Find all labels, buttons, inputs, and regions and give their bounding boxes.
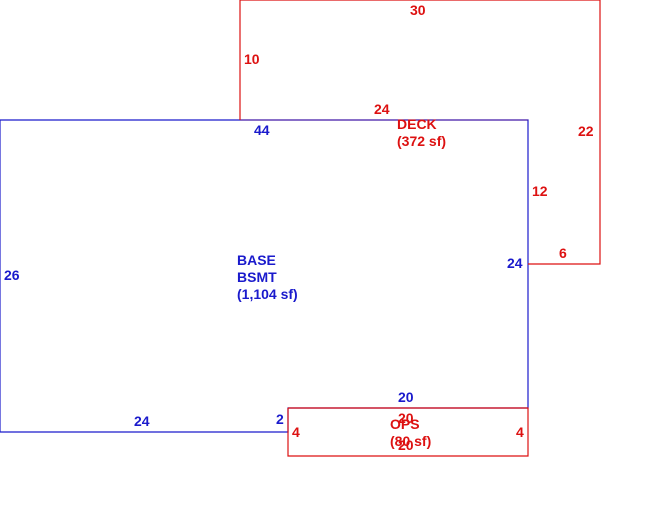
dim-base-left: 26 xyxy=(4,267,20,283)
dim-deck-bottom: 6 xyxy=(559,245,567,261)
dim-base-top: 44 xyxy=(254,122,270,138)
base-area-value: (1,104 sf) xyxy=(237,286,298,302)
dim-deck-right: 22 xyxy=(578,123,594,139)
dim-ops-top: 20 xyxy=(398,410,414,426)
dim-ops-left: 4 xyxy=(292,424,300,440)
dim-base-bottom-right: 20 xyxy=(398,389,414,405)
base-name: BASE xyxy=(237,252,276,268)
deck-area-value: (372 sf) xyxy=(397,133,447,149)
deck-area-label: DECK (372 sf) xyxy=(397,116,446,150)
dim-ops-bottom: 20 xyxy=(398,437,414,453)
deck-outline xyxy=(239,0,601,265)
ops-area-label: OPS (80 sf) xyxy=(390,416,431,450)
dim-deck-top: 30 xyxy=(410,2,426,18)
dim-base-step: 2 xyxy=(276,411,284,427)
dim-base-right: 24 xyxy=(507,255,523,271)
base-subname: BSMT xyxy=(237,269,277,285)
ops-area-value: (80 sf) xyxy=(390,433,432,449)
dim-deck-inner-top: 24 xyxy=(374,101,390,117)
deck-name: DECK xyxy=(397,116,437,132)
dim-base-bottom-left: 24 xyxy=(134,413,150,429)
dim-deck-inner-right: 12 xyxy=(532,183,548,199)
ops-outline xyxy=(287,407,529,457)
dim-ops-right: 4 xyxy=(516,424,524,440)
base-area-label: BASE BSMT (1,104 sf) xyxy=(237,252,298,303)
dim-deck-left: 10 xyxy=(244,51,260,67)
ops-name: OPS xyxy=(390,416,420,432)
